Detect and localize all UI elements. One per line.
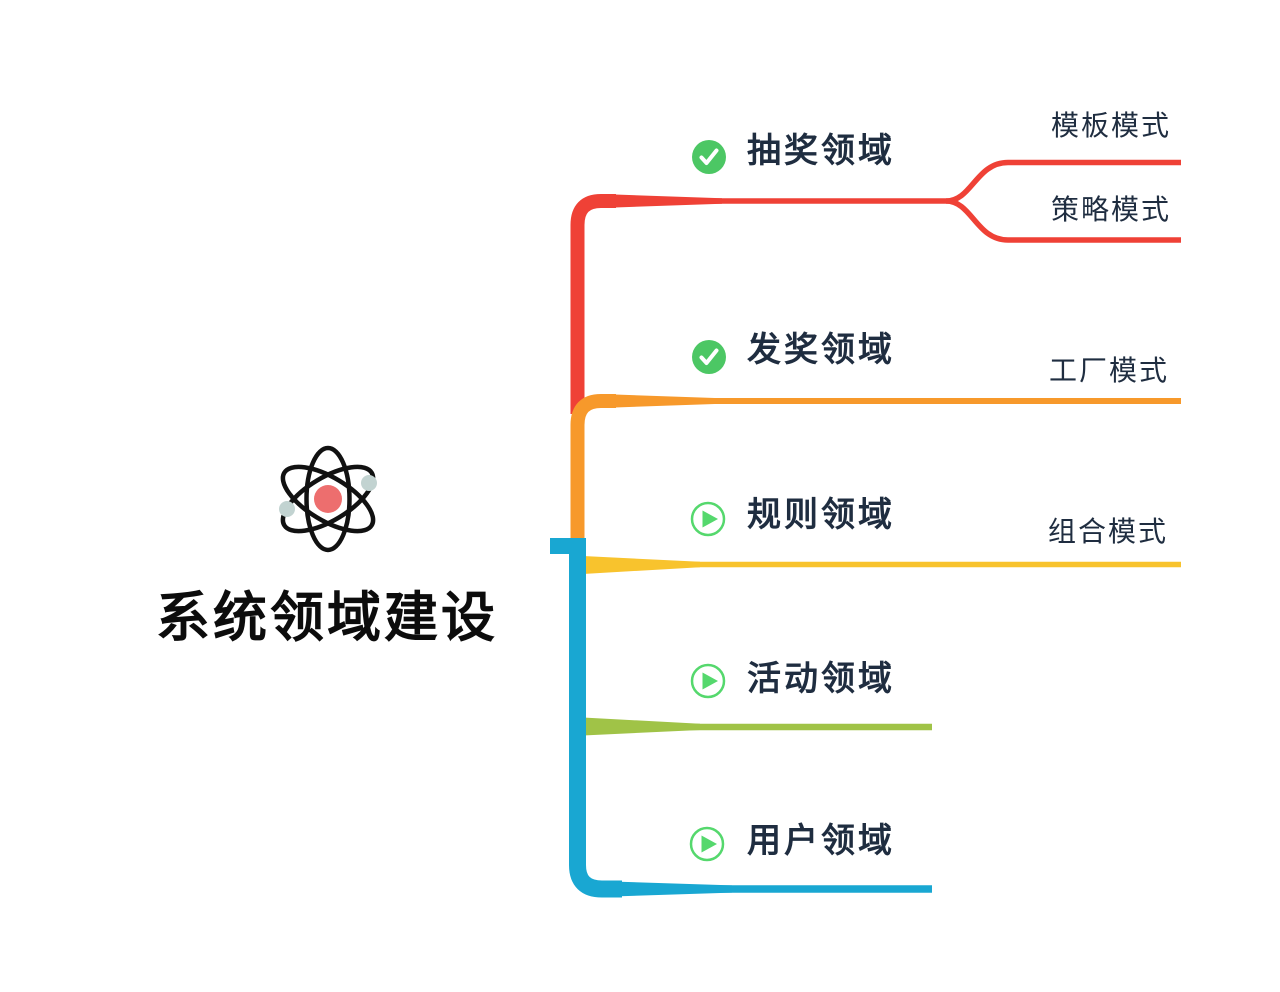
play-triangle (702, 510, 718, 528)
play-icon[interactable] (690, 663, 726, 699)
play-icon[interactable] (690, 501, 726, 537)
branch3-taper (583, 556, 700, 574)
branch2-taper (608, 394, 722, 408)
play-triangle (702, 672, 718, 690)
atom-electron-top-right (361, 475, 377, 491)
atom-orbit-vertical (304, 445, 352, 553)
branch1-child1-link (945, 159, 1181, 204)
atom-icon[interactable] (273, 445, 383, 553)
subtopic-composite-pattern[interactable]: 组合模式 (1048, 516, 1169, 547)
check-mark (699, 148, 719, 165)
branch1-child2-link (945, 198, 1181, 243)
subtopic-template-pattern[interactable]: 模板模式 (1051, 110, 1172, 141)
branch2-trunk (570, 394, 616, 548)
check-icon[interactable] (692, 340, 726, 374)
branch-topic-lottery-domain[interactable]: 抽奖领域 (747, 132, 895, 170)
atom-electron-bottom-left (279, 501, 295, 517)
branch1-taper (608, 194, 722, 208)
atom-orbit-right (280, 464, 376, 534)
atom-nucleus (314, 485, 342, 513)
subtopic-factory-pattern[interactable]: 工厂模式 (1049, 355, 1170, 386)
branch5-taper (612, 881, 732, 897)
check-icon[interactable] (692, 140, 726, 174)
branch4-taper (583, 717, 700, 736)
root-topic-title[interactable]: 系统领域建设 (156, 588, 498, 648)
branch-topic-activity-domain[interactable]: 活动领域 (747, 660, 895, 698)
branch-topic-user-domain[interactable]: 用户领域 (747, 822, 895, 860)
play-icon[interactable] (689, 826, 725, 862)
play-triangle (701, 835, 717, 853)
atom-orbit-left (280, 464, 376, 534)
check-mark (699, 348, 719, 365)
branch5-trunk (569, 540, 622, 898)
branch-topic-award-domain[interactable]: 发奖领域 (747, 331, 895, 369)
branch1-trunk (570, 194, 616, 414)
branch-topic-rule-domain[interactable]: 规则领域 (747, 496, 895, 534)
subtopic-strategy-pattern[interactable]: 策略模式 (1051, 194, 1172, 225)
